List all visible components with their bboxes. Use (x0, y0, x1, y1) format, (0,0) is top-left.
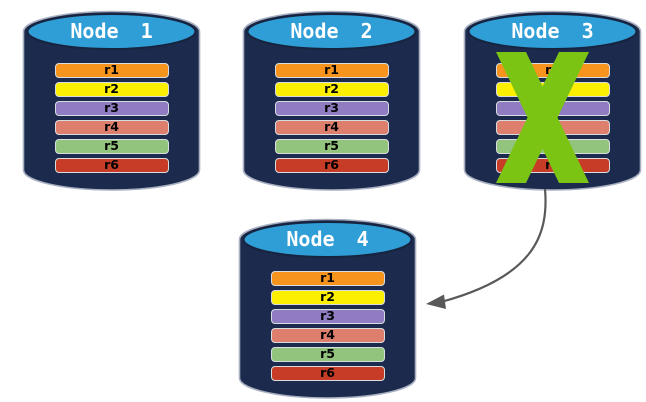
replica-bar: r6 (270, 366, 385, 381)
replica-bar: r2 (495, 82, 610, 97)
replica-bar: r2 (274, 82, 389, 97)
replica-bar: r5 (54, 139, 169, 154)
replica-bar: r5 (495, 139, 610, 154)
replica-bar: r6 (495, 158, 610, 173)
node-4: Node 4 r1 r2 r3 r4 r5 r6 (238, 218, 417, 400)
node-2: Node 2 r1 r2 r3 r4 r5 r6 (242, 10, 421, 192)
replica-bar: r1 (270, 271, 385, 286)
node-title: Node 3 (511, 19, 594, 43)
replica-bar: r1 (274, 63, 389, 78)
replica-bar: r4 (274, 120, 389, 135)
replica-stack: r1 r2 r3 r4 r5 r6 (495, 63, 610, 177)
replica-bar: r3 (495, 101, 610, 116)
replica-bar: r2 (270, 290, 385, 305)
replica-bar: r6 (54, 158, 169, 173)
node-title: Node 1 (70, 19, 153, 43)
node-title: Node 4 (286, 227, 369, 251)
replica-bar: r3 (270, 309, 385, 324)
replica-bar: r2 (54, 82, 169, 97)
replica-bar: r1 (54, 63, 169, 78)
replica-bar: r1 (495, 63, 610, 78)
replica-bar: r3 (274, 101, 389, 116)
replica-bar: r5 (270, 347, 385, 362)
replica-stack: r1 r2 r3 r4 r5 r6 (274, 63, 389, 177)
node-3: Node 3 r1 r2 r3 r4 r5 r6 (463, 10, 642, 192)
node-title: Node 2 (290, 19, 373, 43)
replica-bar: r3 (54, 101, 169, 116)
replica-bar: r5 (274, 139, 389, 154)
cylinder-top (242, 221, 413, 258)
failover-arrow-head (426, 294, 446, 309)
failover-arrow-line (440, 188, 547, 304)
cylinder-top (26, 13, 197, 50)
node-1: Node 1 r1 r2 r3 r4 r5 r6 (22, 10, 201, 192)
replica-stack: r1 r2 r3 r4 r5 r6 (54, 63, 169, 177)
cylinder-top (246, 13, 417, 50)
cylinder-top (467, 13, 638, 50)
replica-bar: r4 (54, 120, 169, 135)
replica-bar: r6 (274, 158, 389, 173)
replica-bar: r4 (495, 120, 610, 135)
replica-stack: r1 r2 r3 r4 r5 r6 (270, 271, 385, 385)
replica-bar: r4 (270, 328, 385, 343)
